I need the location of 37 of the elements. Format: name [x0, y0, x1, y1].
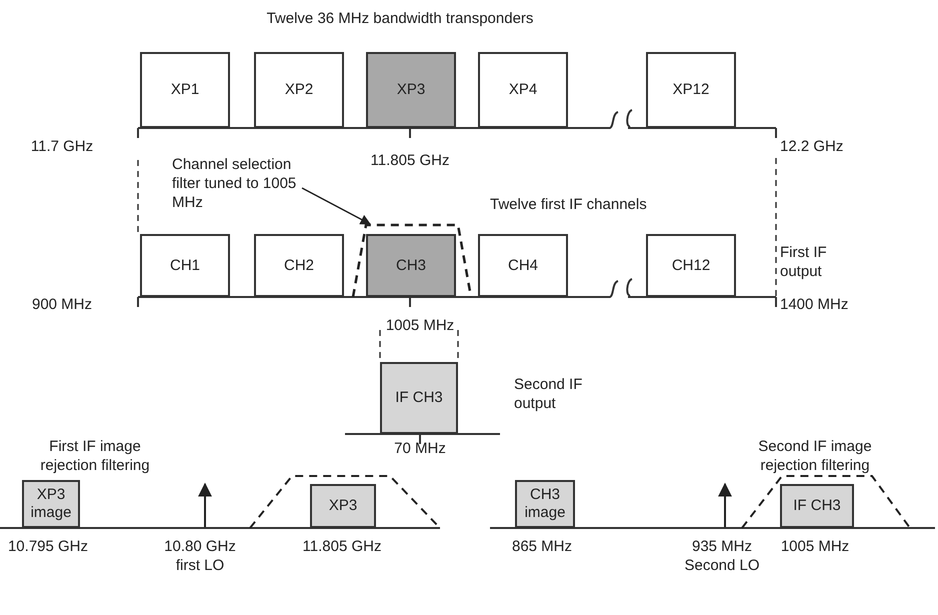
frequency-label: 70 MHz	[393, 440, 447, 459]
channel-block: CH2	[254, 234, 344, 297]
frequency-label: 900 MHz	[30, 296, 94, 315]
frequency-label: 1400 MHz	[780, 296, 850, 315]
channel-block: CH3	[366, 234, 456, 297]
frequency-label: First IF image rejection filtering	[39, 438, 151, 476]
frequency-label: First IF output	[780, 244, 828, 282]
frequency-label: 12.2 GHz	[780, 138, 844, 157]
frequency-label: 935 MHz Second LO	[683, 538, 761, 576]
channel-block: CH12	[646, 234, 736, 297]
frequency-label: Second IF output	[514, 376, 584, 414]
transponder-block: XP1	[140, 52, 230, 128]
image-block: XP3 image	[22, 480, 80, 528]
annotation-text: Channel selection filter tuned to 1005 MHz	[172, 156, 302, 220]
image-block: CH3 image	[515, 480, 575, 528]
frequency-label: 11.7 GHz	[30, 138, 94, 157]
transponder-block: XP4	[478, 52, 568, 128]
filter-outline	[352, 224, 472, 297]
frequency-label: 11.805 GHz	[370, 152, 450, 171]
if-channel-block: IF CH3	[380, 362, 458, 434]
if-channel-block: IF CH3	[780, 484, 854, 528]
transponder-block: XP3	[310, 484, 376, 528]
frequency-label: 1005 MHz	[384, 317, 456, 336]
transponder-block: XP2	[254, 52, 344, 128]
transponder-block: XP12	[646, 52, 736, 128]
title: Twelve 36 MHz bandwidth transponders	[266, 10, 534, 27]
frequency-label: 10.795 GHz	[6, 538, 90, 557]
frequency-label: Second IF image rejection filtering	[757, 438, 873, 476]
frequency-label: 10.80 GHz first LO	[163, 538, 237, 576]
frequency-label: Twelve first IF channels	[490, 196, 648, 215]
channel-block: CH1	[140, 234, 230, 297]
channel-block: CH4	[478, 234, 568, 297]
transponder-block: XP3	[366, 52, 456, 128]
frequency-label: 865 MHz	[510, 538, 574, 557]
frequency-label: 11.805 GHz	[302, 538, 382, 557]
leader-arrow	[302, 187, 371, 225]
frequency-label: 1005 MHz	[780, 538, 850, 557]
